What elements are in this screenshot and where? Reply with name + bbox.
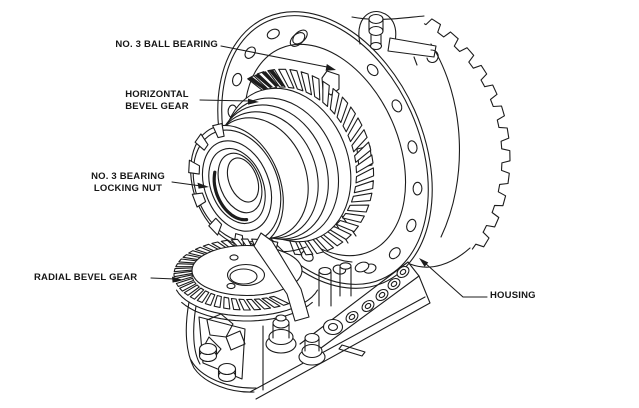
callout-no3-bearing-locking-nut: NO. 3 BEARING LOCKING NUT [91,171,165,194]
callout-no3-ball-bearing: NO. 3 BALL BEARING [115,39,218,50]
housing-top-edge [351,15,425,20]
leader-housing [424,262,488,298]
lever-arm [253,232,326,366]
flange-oval-port [289,29,308,47]
leader-ball-bearing [220,45,328,68]
housing-bottom-edge [409,247,471,268]
callout-housing: HOUSING [490,290,536,301]
housing-surface-curve [430,43,460,238]
mounting-plate [249,261,431,400]
housing-notched-rim [423,18,511,250]
callout-radial-bevel-gear: RADIAL BEVEL GEAR [34,272,138,283]
lower-drum [185,301,264,393]
mount-clamp [358,10,439,66]
grommet [322,318,344,336]
clamp-pin [368,25,384,37]
leader-horizontal-bevel-gear [199,99,251,102]
housing-studs [318,261,370,307]
leader-radial-bevel-gear [150,277,176,280]
leader-lines [150,45,488,298]
leader-locking-nut [171,181,202,187]
callout-horizontal-bevel-gear: HORIZONTAL BEVEL GEAR [125,89,189,112]
